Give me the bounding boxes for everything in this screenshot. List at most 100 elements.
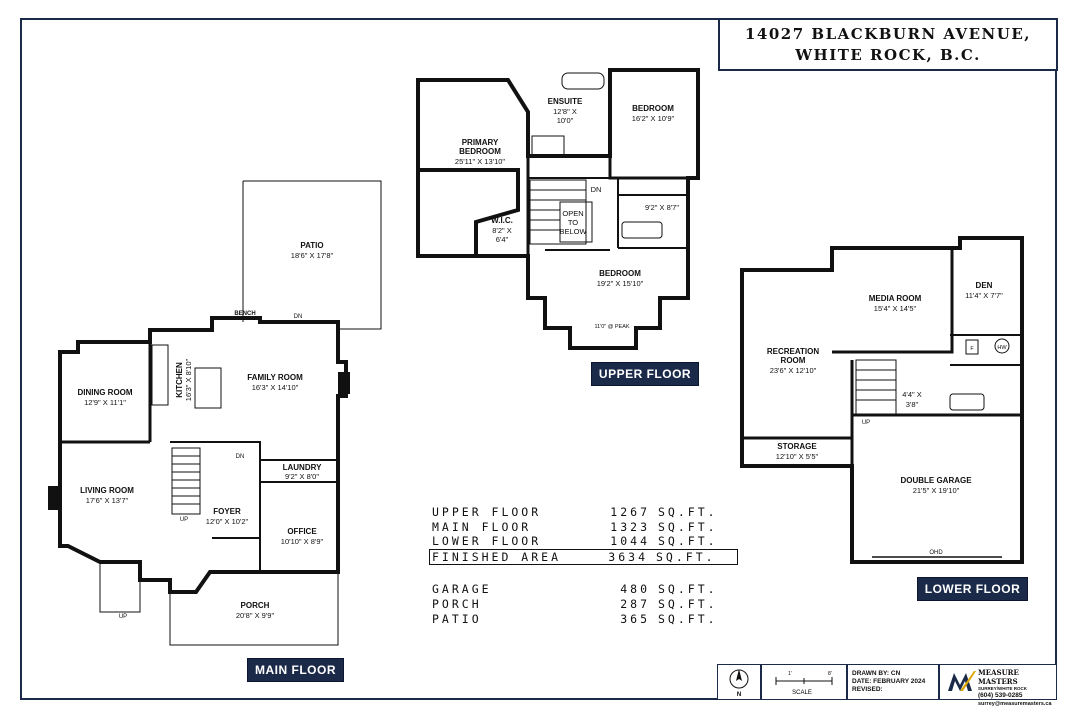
dim-double-garage: 21'5" X 19'10" bbox=[913, 486, 960, 495]
dim-den: 11'4" X 7'7" bbox=[965, 291, 1003, 300]
label-patio: PATIO bbox=[300, 241, 323, 250]
lower-floor-tag: LOWER FLOOR bbox=[917, 577, 1028, 601]
address-line-1: 14027 BLACKBURN AVENUE, bbox=[745, 25, 1031, 43]
upper-bath-tub bbox=[621, 221, 663, 239]
scale-end: 8' bbox=[828, 671, 832, 677]
furnace bbox=[965, 339, 979, 355]
lower-stairs bbox=[855, 359, 897, 417]
company-name: MEASURE MASTERS bbox=[978, 668, 1019, 686]
label-recreation-1: RECREATION bbox=[767, 347, 820, 356]
label-hw: HW bbox=[997, 345, 1007, 351]
company-phone: (604) 539-0285 bbox=[978, 692, 1023, 699]
main-wall-foyer bbox=[170, 441, 261, 572]
dim-dining-room: 12'9" X 11'1" bbox=[84, 398, 126, 407]
label-main-dn: DN bbox=[236, 454, 245, 460]
upper-stairs bbox=[529, 179, 593, 245]
dim-family-room: 16'3" X 14'10" bbox=[252, 383, 299, 392]
dim-office: 10'10" X 8'9" bbox=[281, 537, 324, 546]
label-porch: PORCH bbox=[241, 601, 270, 610]
label-living-room: LIVING ROOM bbox=[80, 486, 134, 495]
dim-lower-small-1: 4'4" X bbox=[902, 390, 922, 399]
north-arrow-box: N bbox=[717, 664, 761, 700]
kitchen-island bbox=[194, 367, 222, 409]
dim-bath-upper: 9'2" X 8'7" bbox=[645, 203, 679, 212]
living-fireplace bbox=[48, 486, 60, 510]
dim-media-room: 15'4" X 14'5" bbox=[874, 304, 917, 313]
north-label: N bbox=[737, 692, 741, 698]
main-floor-wall-outline bbox=[58, 316, 348, 594]
revised: REVISED: bbox=[852, 686, 883, 693]
label-ohd: OHD bbox=[929, 550, 943, 556]
dim-patio: 18'6" X 17'8" bbox=[291, 251, 334, 260]
drawn-by: DRAWN BY: CN bbox=[852, 670, 901, 677]
label-den: DEN bbox=[976, 281, 993, 290]
label-office: OFFICE bbox=[287, 527, 317, 536]
drawing-info-box: DRAWN BY: CN DATE: FEBRUARY 2024 REVISED… bbox=[847, 664, 939, 700]
ensuite-shower bbox=[531, 135, 565, 157]
scale-box: 1' 8' SCALE bbox=[761, 664, 847, 700]
label-bedroom-upper-right: BEDROOM bbox=[632, 104, 674, 113]
scale-bar-icon: 1' 8' SCALE bbox=[775, 671, 833, 696]
lower-wall-media bbox=[832, 248, 954, 354]
sheet-border bbox=[20, 18, 1057, 700]
label-primary-bedroom-2: BEDROOM bbox=[459, 147, 501, 156]
dim-ensuite-2: 10'0" bbox=[557, 116, 574, 125]
dim-ensuite-1: 12'8" X bbox=[553, 107, 577, 116]
label-f: F bbox=[970, 346, 974, 352]
address-line-2: WHITE ROCK, B.C. bbox=[795, 46, 981, 64]
dim-living-room: 17'6" X 13'7" bbox=[86, 496, 129, 505]
kitchen-counter bbox=[151, 344, 169, 406]
dim-porch: 20'8" X 9'9" bbox=[236, 611, 275, 620]
dim-bedroom-upper-right: 16'2" X 10'9" bbox=[632, 114, 675, 123]
porch-steps bbox=[99, 562, 141, 613]
dim-storage: 12'10" X 5'5" bbox=[776, 452, 819, 461]
label-storage: STORAGE bbox=[777, 442, 817, 451]
lower-floor-wall-outline bbox=[740, 236, 1024, 564]
label-open-3: BELOW bbox=[559, 227, 587, 236]
label-media-room: MEDIA ROOM bbox=[869, 294, 922, 303]
label-kitchen: KITCHEN bbox=[175, 362, 184, 398]
label-recreation-2: ROOM bbox=[781, 356, 806, 365]
scale-start: 1' bbox=[788, 671, 792, 677]
dim-bedroom-upper-bottom: 19'2" X 15'10" bbox=[597, 279, 644, 288]
dim-foyer: 12'0" X 10'2" bbox=[206, 517, 249, 526]
north-arrow-icon: N bbox=[729, 669, 749, 698]
label-upper-dn: DN bbox=[591, 185, 602, 194]
address-title-box: 14027 BLACKBURN AVENUE, WHITE ROCK, B.C. bbox=[718, 18, 1058, 71]
label-ensuite: ENSUITE bbox=[548, 97, 583, 106]
company-details: MEASURE MASTERS SURREY/WHITE ROCK (604) … bbox=[978, 668, 1056, 708]
main-floor-tag: MAIN FLOOR bbox=[247, 658, 344, 682]
dim-lower-small-2: 3'8" bbox=[906, 400, 919, 409]
label-wic: W.I.C. bbox=[491, 216, 513, 225]
upper-wall-2 bbox=[608, 156, 698, 180]
label-main-dn-patio: DN bbox=[294, 314, 303, 320]
upper-wall-3 bbox=[528, 177, 619, 248]
dim-primary-bedroom: 25'11" X 13'10" bbox=[455, 157, 506, 166]
label-main-up: UP bbox=[180, 517, 188, 523]
ensuite-tub bbox=[561, 72, 605, 90]
dim-wic-2: 6'4" bbox=[496, 235, 509, 244]
dim-wic-1: 8'2" X bbox=[492, 226, 512, 235]
main-stairs bbox=[171, 447, 201, 515]
label-primary-bedroom-1: PRIMARY bbox=[462, 138, 499, 147]
upper-primary-wall bbox=[416, 80, 476, 258]
company-box: MEASURE MASTERS SURREY/WHITE ROCK (604) … bbox=[939, 664, 1057, 707]
main-floor-plan bbox=[58, 316, 348, 594]
lower-bath-tub bbox=[949, 393, 985, 411]
label-porch-up: UP bbox=[119, 614, 127, 620]
upper-floor-plan bbox=[416, 68, 700, 350]
label-laundry: LAUNDRY bbox=[283, 463, 322, 472]
patio-outline bbox=[242, 180, 382, 330]
porch-outline bbox=[169, 572, 339, 646]
lower-floor-plan bbox=[740, 236, 1024, 564]
label-bedroom-upper-bottom: BEDROOM bbox=[599, 269, 641, 278]
label-dining-room: DINING ROOM bbox=[77, 388, 132, 397]
